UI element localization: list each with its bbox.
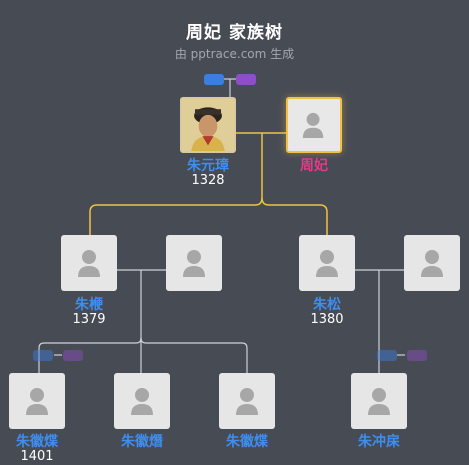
person-silhouette-icon bbox=[26, 388, 48, 415]
person-silhouette-icon bbox=[236, 388, 258, 415]
person-name: 朱松 bbox=[313, 297, 341, 313]
person-card-zhu-chongyu[interactable] bbox=[351, 373, 407, 429]
person-card-spouse-left[interactable] bbox=[166, 235, 222, 291]
person-silhouette-icon bbox=[316, 250, 338, 277]
person-silhouette-icon bbox=[131, 388, 153, 415]
person-silhouette-icon bbox=[421, 250, 443, 277]
expand-spouses-toggle[interactable] bbox=[236, 74, 256, 85]
page-title: 周妃 家族树 bbox=[186, 23, 283, 43]
person-birth-year: 1379 bbox=[72, 312, 106, 327]
person-name: 朱冲㦿 bbox=[358, 434, 400, 450]
person-birth-year: 1380 bbox=[310, 312, 344, 327]
descent-branch-left bbox=[89, 197, 263, 235]
person-birth-year: 1401 bbox=[20, 449, 54, 464]
person-name: 朱元璋 bbox=[187, 158, 229, 174]
person-name: 朱徽煠 bbox=[16, 434, 58, 450]
person-silhouette-icon bbox=[368, 388, 390, 415]
descent-branch-right bbox=[261, 197, 328, 235]
page-subtitle: 由 pptrace.com 生成 bbox=[174, 47, 295, 61]
person-name: 朱徽熸 bbox=[121, 434, 163, 450]
person-silhouette-icon bbox=[78, 250, 100, 277]
child-branch-3 bbox=[140, 337, 248, 373]
person-name: 朱楩 bbox=[75, 297, 103, 313]
expand-ancestors-toggle[interactable] bbox=[204, 74, 224, 85]
portrait-photo bbox=[182, 99, 234, 151]
person-name: 朱徽煠 bbox=[226, 434, 268, 450]
person-silhouette-icon bbox=[183, 250, 205, 277]
person-card-spouse-right[interactable] bbox=[404, 235, 460, 291]
person-card-zhu-song[interactable] bbox=[299, 235, 355, 291]
expand-spouses-toggle[interactable] bbox=[407, 350, 427, 361]
person-card-zhu-huiye-1[interactable] bbox=[9, 373, 65, 429]
expand-ancestors-toggle[interactable] bbox=[33, 350, 53, 361]
person-card-zhu-huiye-2[interactable] bbox=[219, 373, 275, 429]
person-card-zhu-zhen[interactable] bbox=[61, 235, 117, 291]
person-name: 周妃 bbox=[300, 158, 328, 174]
person-card-zhou-fei[interactable] bbox=[286, 97, 342, 153]
person-birth-year: 1328 bbox=[191, 173, 225, 188]
expand-spouses-toggle[interactable] bbox=[63, 350, 83, 361]
person-card-zhu-yuanzhang[interactable] bbox=[180, 97, 236, 153]
person-silhouette-icon bbox=[302, 112, 324, 138]
person-card-zhu-huijian[interactable] bbox=[114, 373, 170, 429]
expand-ancestors-toggle[interactable] bbox=[377, 350, 397, 361]
